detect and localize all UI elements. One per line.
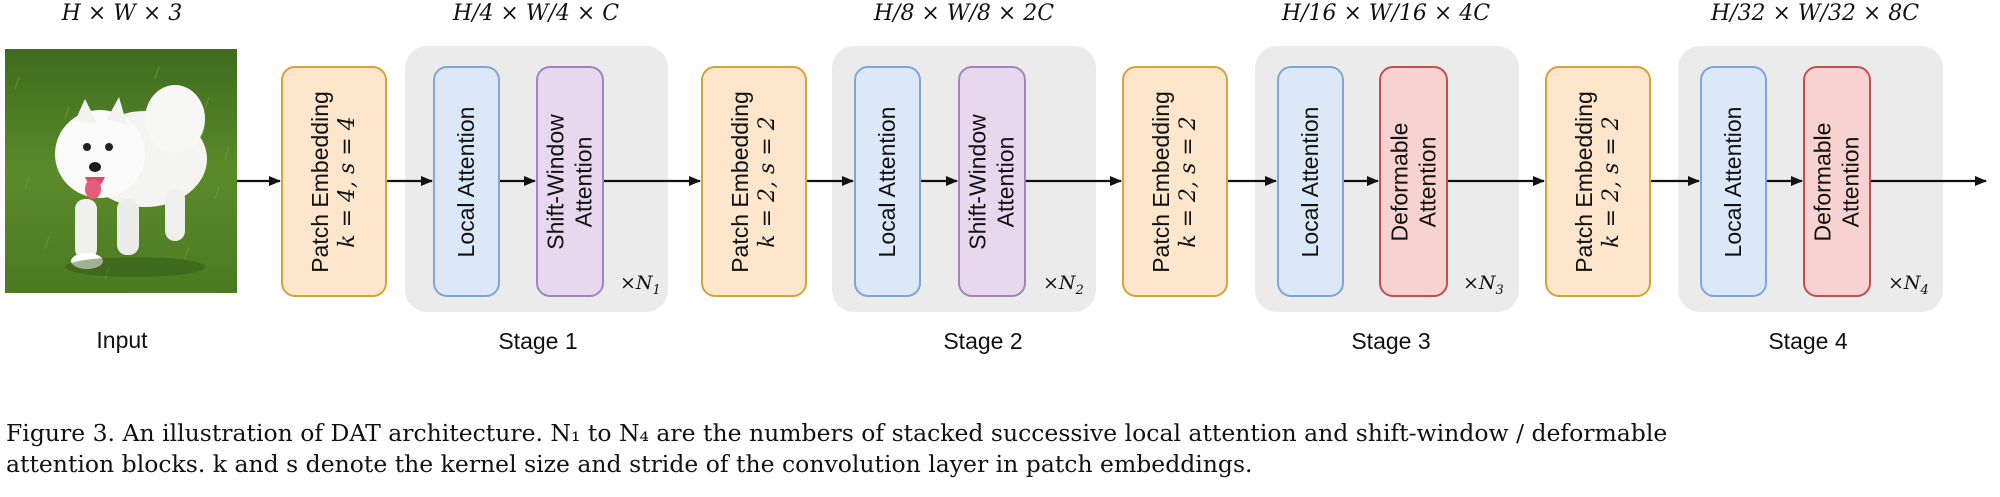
- second-block-line2: Attention: [992, 136, 1018, 227]
- shift-window-attention-stage2: Shift-Window Attention: [958, 66, 1026, 297]
- input-image-dog: [5, 49, 237, 293]
- second-block-line2: Attention: [570, 136, 596, 227]
- patch-embedding-params: k = 2, s = 2: [1598, 115, 1624, 248]
- stage-4-label: Stage 4: [1768, 328, 1848, 354]
- local-attention-stage3: Local Attention: [1277, 66, 1344, 297]
- patch-embedding-title: Patch Embedding: [307, 90, 334, 273]
- local-attention-label: Local Attention: [1296, 106, 1323, 257]
- stage3-repeat-count: ×N3: [1463, 272, 1504, 298]
- second-block-line1: Deformable: [1385, 122, 1412, 241]
- stage-2-label: Stage 2: [943, 328, 1023, 354]
- patch-embedding-params: k = 2, s = 2: [1175, 115, 1201, 248]
- dim-label-stage3: H/16 × W/16 × 4C: [1281, 1, 1491, 26]
- second-block-line1: Shift-Window: [964, 113, 991, 250]
- stage-1-label: Stage 1: [498, 328, 578, 354]
- dim-label-stage2: H/8 × W/8 × 2C: [873, 1, 1055, 26]
- caption-line-1: Figure 3. An illustration of DAT archite…: [6, 419, 1668, 447]
- second-block-line1: Shift-Window: [542, 113, 569, 250]
- patch-embedding-1: Patch Embedding k = 4, s = 4: [281, 66, 387, 297]
- local-attention-label: Local Attention: [452, 106, 479, 257]
- local-attention-label: Local Attention: [873, 106, 900, 257]
- stage-3-label: Stage 3: [1351, 328, 1431, 354]
- second-block-line2: Attention: [1413, 136, 1440, 227]
- patch-embedding-title: Patch Embedding: [727, 90, 754, 273]
- patch-embedding-4: Patch Embedding k = 2, s = 2: [1545, 66, 1651, 297]
- local-attention-stage1: Local Attention: [433, 66, 500, 297]
- shift-window-attention-stage1: Shift-Window Attention: [536, 66, 604, 297]
- patch-embedding-params: k = 4, s = 4: [334, 115, 360, 248]
- input-label: Input: [96, 327, 148, 353]
- local-attention-stage4: Local Attention: [1700, 66, 1767, 297]
- patch-embedding-2: Patch Embedding k = 2, s = 2: [701, 66, 807, 297]
- local-attention-label: Local Attention: [1719, 106, 1746, 257]
- local-attention-stage2: Local Attention: [854, 66, 921, 297]
- figure-caption: Figure 3. An illustration of DAT archite…: [6, 418, 1996, 480]
- deformable-attention-stage4: Deformable Attention: [1803, 66, 1871, 297]
- stage4-repeat-count: ×N4: [1888, 272, 1929, 298]
- caption-line-2: attention blocks. k and s denote the ker…: [6, 450, 1253, 478]
- stage2-repeat-count: ×N2: [1043, 272, 1084, 298]
- second-block-line2: Attention: [1837, 136, 1863, 227]
- stage1-repeat-count: ×N1: [620, 272, 661, 298]
- dim-label-stage4: H/32 × W/32 × 8C: [1710, 1, 1920, 26]
- patch-embedding-title: Patch Embedding: [1571, 90, 1598, 273]
- patch-embedding-3: Patch Embedding k = 2, s = 2: [1122, 66, 1228, 297]
- dim-label-stage1: H/4 × W/4 × C: [452, 1, 620, 26]
- patch-embedding-title: Patch Embedding: [1148, 90, 1175, 273]
- dim-label-input: H × W × 3: [61, 1, 183, 26]
- deformable-attention-stage3: Deformable Attention: [1379, 66, 1448, 297]
- patch-embedding-params: k = 2, s = 2: [754, 115, 780, 248]
- second-block-line1: Deformable: [1809, 122, 1836, 241]
